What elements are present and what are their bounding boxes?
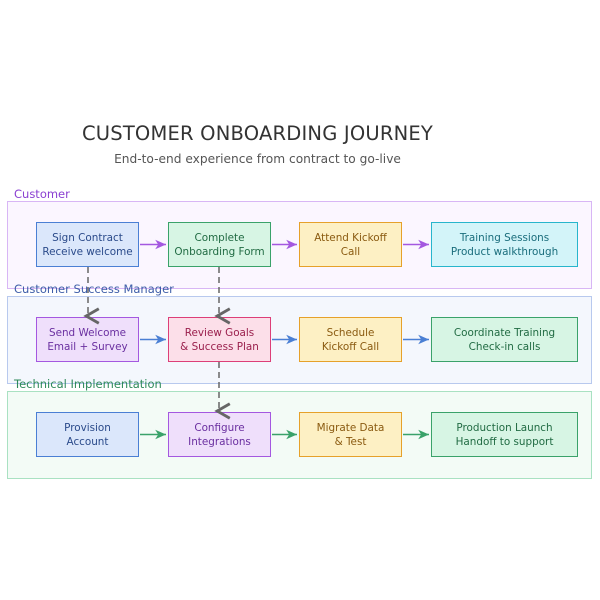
step-label-line-2: & Test	[334, 435, 367, 448]
step-label-line-1: Review Goals	[184, 326, 255, 339]
diagram-subtitle: End-to-end experience from contract to g…	[114, 152, 401, 166]
step-label-line-1: Sign Contract	[52, 231, 123, 244]
process-step: Migrate Data& Test	[299, 412, 402, 457]
step-label-line-2: Email + Survey	[47, 340, 128, 353]
step-label-line-2: Handoff to support	[455, 435, 554, 448]
step-label-line-1: Configure	[194, 421, 245, 434]
step-label-line-1: Send Welcome	[48, 326, 126, 339]
step-label-line-2: Check-in calls	[468, 340, 541, 353]
step-label-line-1: Attend Kickoff	[314, 231, 387, 244]
step-label-line-1: Training Sessions	[459, 231, 550, 244]
step-label-line-2: Onboarding Form	[174, 245, 265, 258]
step-label-line-2: Integrations	[188, 435, 251, 448]
step-label-line-2: & Success Plan	[180, 340, 259, 353]
step-label-line-1: Migrate Data	[316, 421, 385, 434]
step-label-line-1: Production Launch	[456, 421, 553, 434]
step-label-line-1: Complete	[194, 231, 245, 244]
step-label-line-2: Account	[66, 435, 109, 448]
step-label-line-2: Receive welcome	[42, 245, 133, 258]
diagram-title: CUSTOMER ONBOARDING JOURNEY	[81, 122, 434, 145]
step-label-line-2: Kickoff Call	[321, 340, 380, 353]
step-label-line-1: Provision	[64, 421, 111, 434]
swimlane-label: Customer	[14, 187, 70, 201]
step-label-line-2: Call	[340, 245, 361, 258]
step-label-line-1: Coordinate Training	[453, 326, 556, 339]
swimlane-label: Technical Implementation	[14, 377, 162, 391]
swimlane-label: Customer Success Manager	[14, 282, 174, 296]
step-label-line-2: Product walkthrough	[450, 245, 559, 258]
step-label-line-1: Schedule	[326, 326, 375, 339]
process-step: Review Goals& Success Plan	[168, 317, 271, 362]
